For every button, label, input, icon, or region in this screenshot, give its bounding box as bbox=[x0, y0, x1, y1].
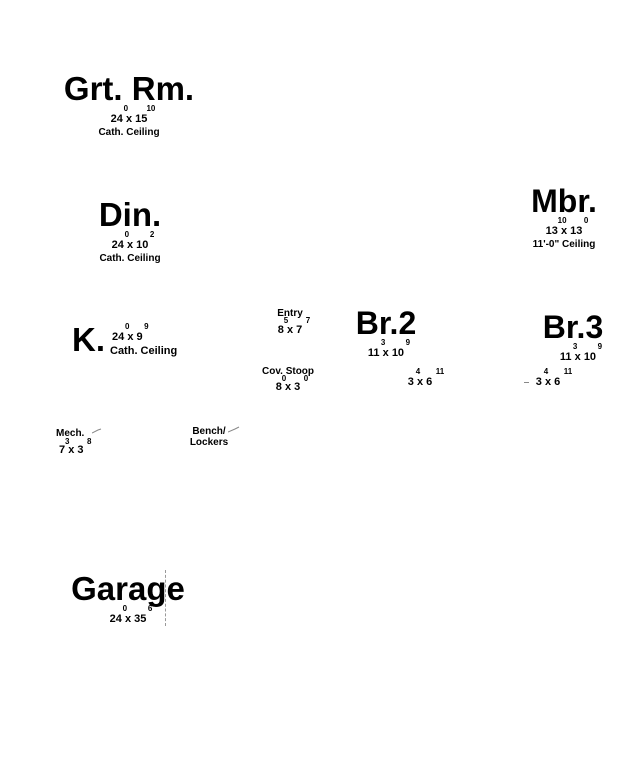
room-kitchen-title-wrap: K. bbox=[72, 323, 105, 356]
room-note-master-bedroom: 11'-0" Ceiling bbox=[532, 239, 596, 250]
room-title-kitchen: K. bbox=[72, 321, 105, 358]
leader-mark-mechanical bbox=[92, 428, 102, 434]
room-title-bedroom-3: Br.3 bbox=[542, 309, 604, 345]
room-title-covered-stoop: Cov. Stoop bbox=[261, 366, 315, 377]
closet-leader-mark bbox=[524, 382, 529, 383]
garage-divider-dashed-line bbox=[165, 570, 166, 626]
room-title-great-room: Grt. Rm. bbox=[63, 70, 195, 107]
room-title-mechanical: Mech. bbox=[56, 428, 85, 439]
room-bench-lockers: Bench/ Lockers bbox=[184, 426, 240, 448]
room-title-master-bedroom: Mbr. bbox=[531, 183, 597, 219]
room-title-entry: Entry bbox=[277, 308, 303, 319]
room-title-bench: Bench/ bbox=[192, 426, 226, 437]
room-note-great-room: Cath. Ceiling bbox=[98, 127, 160, 138]
room-note-kitchen: Cath. Ceiling bbox=[110, 345, 178, 357]
room-note-dining: Cath. Ceiling bbox=[99, 253, 161, 264]
room-title-dining: Din. bbox=[98, 196, 162, 233]
room-title-lockers: Lockers bbox=[189, 437, 229, 448]
room-title-garage: Garage bbox=[71, 570, 185, 607]
room-title-bedroom-2: Br.2 bbox=[355, 305, 417, 341]
leader-mark-bench bbox=[228, 426, 240, 433]
